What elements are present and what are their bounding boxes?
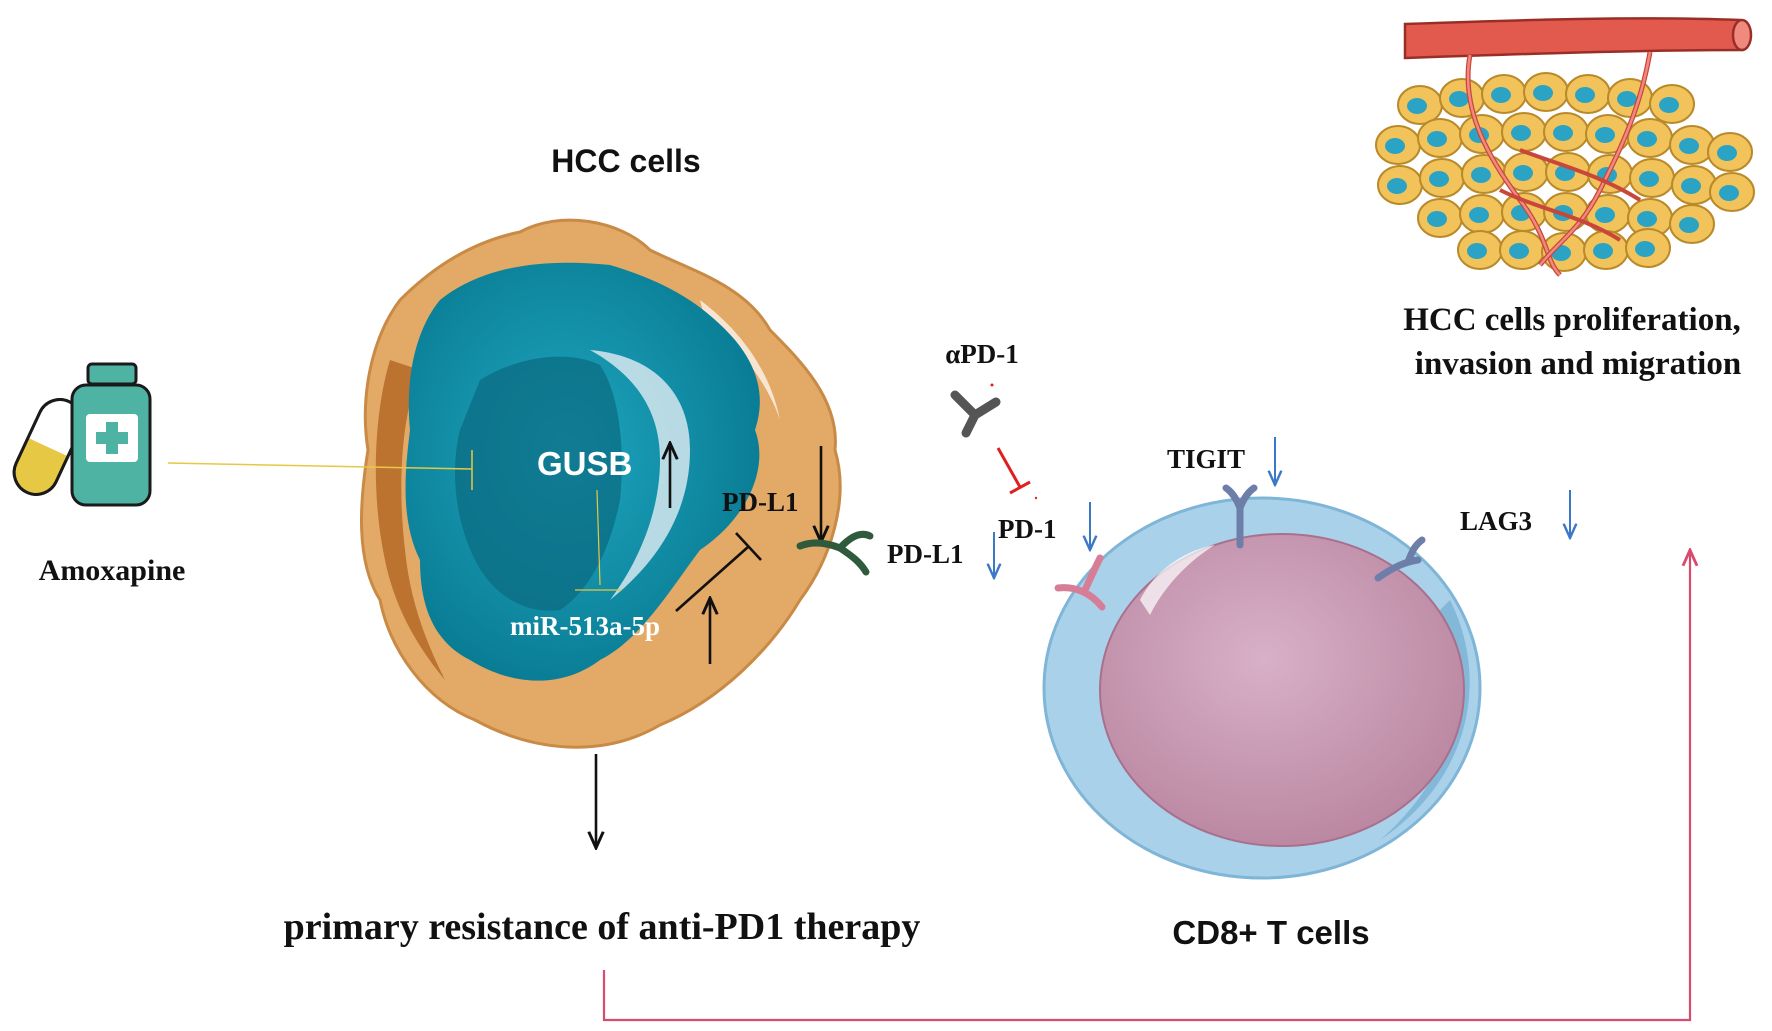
hcc-cytoplasm-shadow — [375, 360, 445, 680]
tissue-cell-nucleus — [1511, 125, 1531, 141]
pd-l1-inner-label: PD-L1 — [722, 487, 799, 517]
apd1-label: αPD-1 — [945, 339, 1019, 369]
tissue-cell-nucleus — [1387, 178, 1407, 194]
tissue-cell-nucleus — [1513, 165, 1533, 181]
proliferation-line1: HCC cells proliferation, — [1403, 302, 1741, 338]
tissue-cell-nucleus — [1659, 97, 1679, 113]
tigit-label: TIGIT — [1167, 444, 1246, 474]
tissue-cell-nucleus — [1679, 138, 1699, 154]
tissue-cell-nucleus — [1553, 125, 1573, 141]
pd1-label: PD-1 — [998, 514, 1057, 544]
pd1-receptor — [1054, 554, 1106, 611]
tissue-cell-nucleus — [1637, 211, 1657, 227]
tissue-cell-nucleus — [1595, 207, 1615, 223]
mirna-pdl1-inhibition — [675, 532, 762, 612]
tissue-cell-nucleus — [1533, 85, 1553, 101]
tissue-cell-nucleus — [1617, 91, 1637, 107]
tissue-cell-nucleus — [1717, 145, 1737, 161]
lag3-receptor — [1374, 536, 1426, 582]
mirna-label: miR-513a-5p — [510, 611, 660, 641]
tissue-cell-nucleus — [1593, 243, 1613, 259]
tissue-cell-nucleus — [1681, 178, 1701, 194]
hcc-cell — [359, 218, 842, 749]
lag3-label: LAG3 — [1460, 506, 1533, 536]
tissue-cell-nucleus — [1449, 91, 1469, 107]
tissue-cell-nucleus — [1575, 87, 1595, 103]
amoxapine-label: Amoxapine — [38, 554, 186, 587]
hcc-cells-label: HCC cells — [551, 143, 701, 179]
tissue-cell-nucleus — [1719, 185, 1739, 201]
blood-vessel-icon — [1403, 17, 1753, 277]
hcc-nucleolus — [455, 356, 622, 611]
medicine-bottle-icon — [70, 362, 152, 507]
cd8-label: CD8+ T cells — [1172, 914, 1370, 951]
tcell-shine — [1140, 545, 1215, 615]
amoxapine-inhibition — [167, 450, 473, 490]
tissue-cell-nucleus — [1467, 243, 1487, 259]
feedback-line — [602, 550, 1690, 1022]
tissue-cell-nucleus — [1429, 171, 1449, 187]
tissue-cell-nucleus — [1595, 127, 1615, 143]
antibody-pd1-inhibition — [996, 447, 1038, 500]
tissue-cell-nucleus — [1427, 211, 1447, 227]
tissue-cell-nucleus — [1385, 138, 1405, 154]
tcell-shadow — [1380, 600, 1470, 840]
tissue-cell-nucleus — [1407, 98, 1427, 114]
antibody-icon — [950, 383, 1001, 438]
primary-resistance-label: primary resistance of anti-PD1 therapy — [283, 906, 921, 948]
tissue-cell-nucleus — [1427, 131, 1447, 147]
tissue-cell-nucleus — [1491, 87, 1511, 103]
pdl1-receptor — [796, 530, 874, 576]
tissue-cell-nucleus — [1509, 243, 1529, 259]
tumor-tissue — [1375, 72, 1755, 272]
tissue-cell-nucleus — [1639, 171, 1659, 187]
tigit-receptor — [1222, 484, 1258, 549]
tissue-cell-nucleus — [1471, 167, 1491, 183]
gusb-label: GUSB — [537, 445, 633, 482]
proliferation-line2: invasion and migration — [1414, 346, 1742, 382]
cd8-t-cell — [1042, 496, 1482, 880]
hcc-nucleus-sheen — [590, 350, 690, 600]
gusb-mirna-inhibition — [575, 489, 622, 591]
pd-l1-outer-label: PD-L1 — [887, 539, 964, 569]
tissue-cell-nucleus — [1637, 131, 1657, 147]
pill-icon — [12, 398, 84, 496]
tissue-cell-nucleus — [1635, 241, 1655, 257]
tissue-cell-nucleus — [1469, 207, 1489, 223]
tissue-cell-nucleus — [1679, 217, 1699, 233]
